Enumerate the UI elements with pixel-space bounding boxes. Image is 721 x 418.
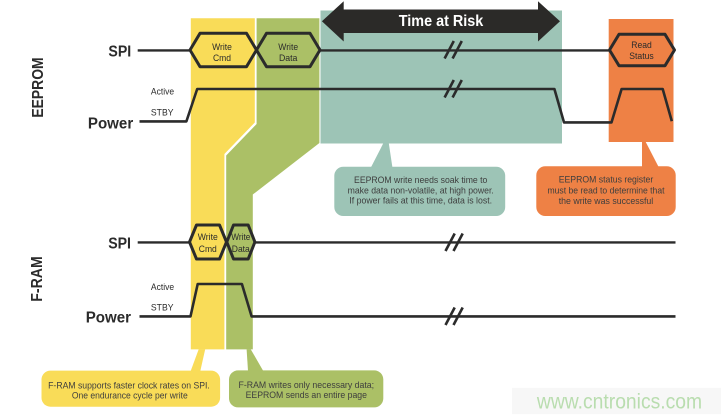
svg-text:Data: Data — [279, 53, 298, 63]
svg-text:EEPROM sends an entire page: EEPROM sends an entire page — [246, 389, 367, 400]
svg-text:One endurance cycle per write: One endurance cycle per write — [72, 390, 188, 401]
svg-text:EEPROM status register: EEPROM status register — [559, 174, 654, 185]
svg-text:If power fails at this time, d: If power fails at this time, data is los… — [349, 195, 492, 206]
svg-text:EEPROM: EEPROM — [30, 57, 47, 117]
svg-text:Write: Write — [278, 42, 298, 52]
svg-text:Status: Status — [629, 51, 654, 61]
svg-text:Cmd: Cmd — [213, 53, 231, 63]
svg-text:Data: Data — [232, 244, 251, 254]
svg-text:STBY: STBY — [151, 108, 174, 118]
svg-text:F-RAM: F-RAM — [29, 256, 46, 301]
svg-text:SPI: SPI — [108, 44, 131, 61]
svg-text:F-RAM supports faster clock ra: F-RAM supports faster clock rates on SPI… — [48, 380, 210, 391]
svg-text:the write was successful: the write was successful — [559, 195, 654, 206]
svg-text:Read: Read — [631, 40, 652, 50]
svg-text:Active: Active — [151, 87, 174, 97]
svg-text:F-RAM writes only necessary da: F-RAM writes only necessary data; — [239, 379, 375, 390]
svg-text:STBY: STBY — [151, 302, 174, 312]
svg-text:Cmd: Cmd — [199, 244, 217, 254]
svg-text:Power: Power — [86, 310, 131, 327]
svg-text:EEPROM write needs soak time t: EEPROM write needs soak time to — [354, 174, 487, 185]
svg-text:Write: Write — [198, 232, 218, 242]
svg-text:Active: Active — [151, 282, 174, 292]
svg-text:Power: Power — [88, 116, 133, 133]
svg-text:must be read to determine that: must be read to determine that — [548, 184, 665, 195]
svg-text:make data non-volatile, at hig: make data non-volatile, at high power. — [348, 185, 494, 196]
svg-text:Write: Write — [212, 42, 232, 52]
svg-text:Write: Write — [231, 232, 250, 242]
svg-text:Time at Risk: Time at Risk — [399, 13, 484, 30]
svg-text:www.cntronics.com: www.cntronics.com — [536, 390, 702, 414]
svg-text:SPI: SPI — [108, 236, 131, 253]
